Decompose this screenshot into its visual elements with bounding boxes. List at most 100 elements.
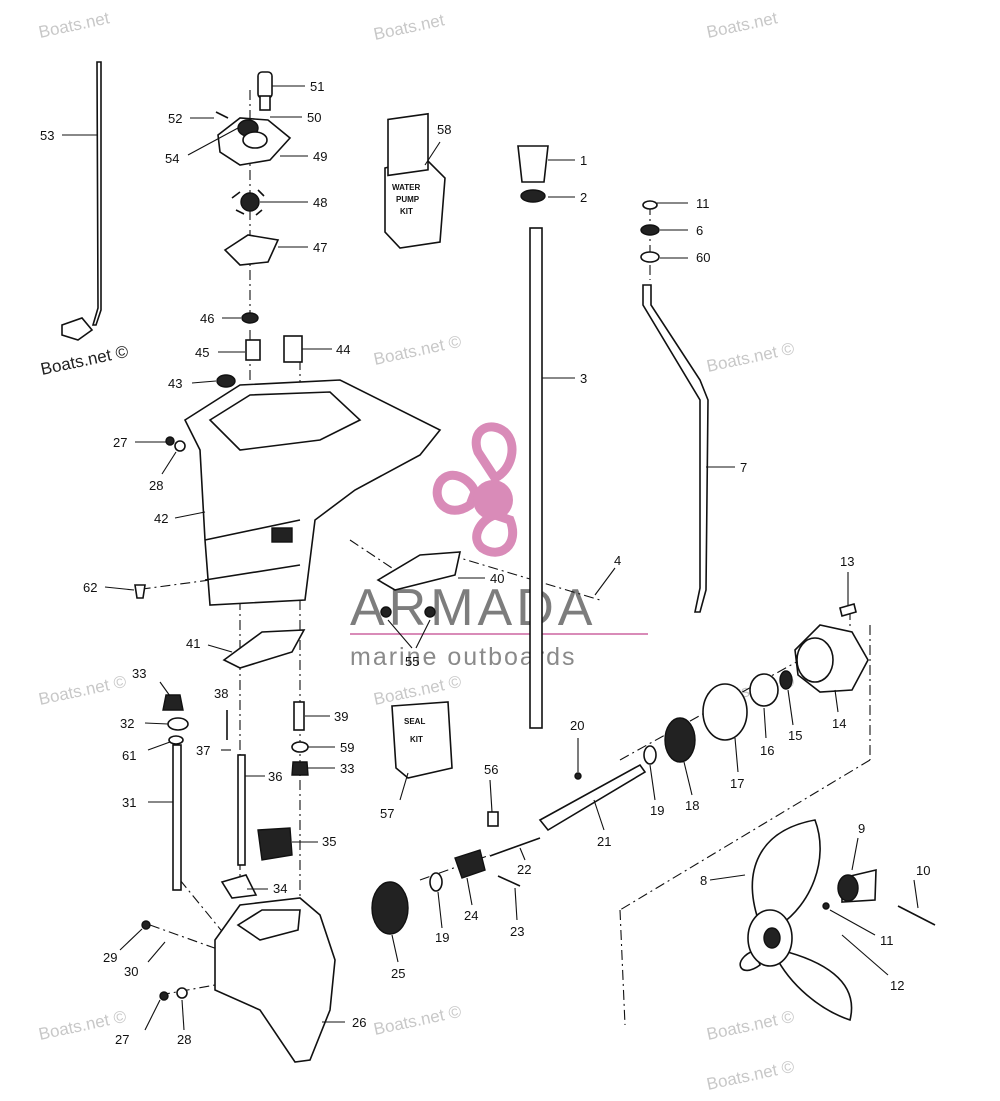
callout-21: 21 [597, 834, 611, 849]
callout-26: 26 [352, 1015, 366, 1030]
callout-19: 19 [650, 803, 664, 818]
callout-12: 12 [890, 978, 904, 993]
watermark: Boats.net © [705, 1007, 797, 1044]
callout-labels: 1 2 3 4 6 60 11 7 13 14 15 16 17 18 19 2… [40, 79, 930, 1047]
callout-2: 2 [580, 190, 587, 205]
leader-lines [62, 85, 919, 1031]
callout-33: 33 [132, 666, 146, 681]
drive-shaft-housing-part [183, 379, 442, 606]
o-ring-part [702, 683, 748, 741]
callout-23: 23 [510, 924, 524, 939]
watermark: Boats.net © [372, 332, 464, 369]
callout-60: 60 [696, 250, 710, 265]
stud-part [237, 754, 246, 866]
impeller-part [231, 189, 265, 216]
callout-51: 51 [310, 79, 324, 94]
callout-11b: 11 [880, 933, 894, 948]
water-pump-housing-part [217, 117, 292, 166]
propeller-logo-icon [432, 422, 518, 557]
seal-part [241, 312, 259, 324]
clutch-part [454, 849, 486, 879]
watermark: Boats.net © [37, 672, 129, 709]
propeller-part [739, 819, 853, 1022]
gasket-part [222, 629, 306, 669]
callout-22: 22 [517, 862, 531, 877]
callout-3: 3 [580, 371, 587, 386]
callout-58: 58 [437, 122, 451, 137]
callout-44: 44 [336, 342, 350, 357]
callout-29: 29 [103, 950, 117, 965]
stud-part [172, 744, 182, 891]
plug-part [283, 335, 303, 363]
watermark: Boats.net [705, 8, 779, 42]
callout-39: 39 [334, 709, 348, 724]
callout-40: 40 [490, 571, 504, 586]
callout-28b: 28 [177, 1032, 191, 1047]
callout-4: 4 [614, 553, 621, 568]
seal-kit-box: SEAL KIT [391, 701, 453, 779]
callout-18: 18 [685, 798, 699, 813]
callout-45: 45 [195, 345, 209, 360]
bushing-part [245, 339, 261, 361]
callout-14: 14 [832, 716, 846, 731]
callout-6: 6 [696, 223, 703, 238]
reverse-gear-part [664, 717, 696, 763]
callout-53: 53 [40, 128, 54, 143]
kit-label: KIT [400, 207, 413, 216]
watermark: Boats.net © [705, 1057, 797, 1094]
callout-17: 17 [730, 776, 744, 791]
callout-31: 31 [122, 795, 136, 810]
callout-62: 62 [83, 580, 97, 595]
kit-label: SEAL [404, 717, 425, 726]
callout-24: 24 [464, 908, 478, 923]
propeller-shaft-part [538, 763, 647, 832]
kit-label: WATER [392, 183, 421, 192]
watermark: Boats.net [37, 8, 111, 42]
callout-27b: 27 [115, 1032, 129, 1047]
callout-28: 28 [149, 478, 163, 493]
screw-part [839, 603, 857, 617]
pin-part [487, 811, 499, 827]
pinion-gear-part [257, 827, 293, 861]
seal-part [520, 189, 546, 203]
sleeve-part [517, 145, 549, 183]
callout-35: 35 [322, 834, 336, 849]
callout-42: 42 [154, 511, 168, 526]
watermark: Boats.net [372, 10, 446, 44]
pump-plate-part [223, 234, 280, 266]
callout-50: 50 [307, 110, 321, 125]
callout-30: 30 [124, 964, 138, 979]
callout-38: 38 [214, 686, 228, 701]
watermark: Boats.net © [372, 672, 464, 709]
callout-15: 15 [788, 728, 802, 743]
callout-56: 56 [484, 762, 498, 777]
brand-name: ARMADA [350, 579, 596, 637]
callout-25: 25 [391, 966, 405, 981]
callout-32: 32 [120, 716, 134, 731]
callout-54: 54 [165, 151, 179, 166]
shift-rod-part [61, 61, 102, 341]
callout-11: 11 [696, 196, 710, 211]
shift-rod-part [642, 284, 709, 613]
gear-housing-part [214, 897, 336, 1063]
callout-27: 27 [113, 435, 127, 450]
callout-1: 1 [580, 153, 587, 168]
callout-48: 48 [313, 195, 327, 210]
watermark: Boats.net © [372, 1002, 464, 1039]
watermark: Boats.net © [39, 342, 131, 379]
forward-gear-part [371, 881, 409, 935]
callout-46: 46 [200, 311, 214, 326]
callout-9: 9 [858, 821, 865, 836]
callout-52: 52 [168, 111, 182, 126]
callout-43: 43 [168, 376, 182, 391]
callout-13: 13 [840, 554, 854, 569]
bearing-part [749, 673, 779, 707]
callout-10: 10 [916, 863, 930, 878]
kit-label: PUMP [396, 195, 420, 204]
mount-part [376, 551, 462, 591]
callout-16: 16 [760, 743, 774, 758]
watermark: Boats.net © [705, 339, 797, 376]
kit-label: KIT [410, 735, 423, 744]
